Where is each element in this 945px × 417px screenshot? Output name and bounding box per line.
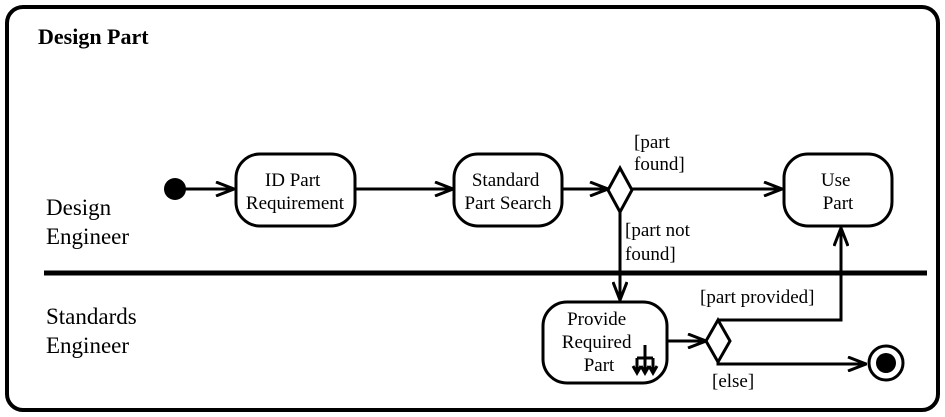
decision-node-part-search xyxy=(606,164,634,216)
svg-text:ID Part Requirement: ID Part Requirement xyxy=(246,170,345,214)
action-id-part-requirement[interactable]: ID Part Requirement xyxy=(234,152,357,228)
final-node-icon xyxy=(867,344,905,382)
guard-part-provided: [part provided] xyxy=(700,287,814,308)
lane-label-standards-engineer: Standards Engineer xyxy=(46,304,142,358)
guard-part-not-found: [part not found] xyxy=(625,220,695,265)
decision-node-part-provided xyxy=(704,316,732,366)
svg-text:Use Part: Use Part xyxy=(821,170,855,214)
action-provide-required-part[interactable]: Provide Required Part xyxy=(541,300,669,385)
edge-decision2-to-use-part xyxy=(718,228,841,322)
lane-label-design-engineer: Design Engineer xyxy=(46,195,129,249)
guard-part-found: [part found] xyxy=(634,132,685,175)
initial-node-icon xyxy=(164,178,186,200)
activity-title: Design Part xyxy=(38,24,149,49)
rake-icon xyxy=(631,345,659,377)
action-standard-part-search[interactable]: Standard Part Search xyxy=(452,152,564,228)
svg-text:Provide Required P: Provide Required Part xyxy=(562,309,636,376)
guard-else: [else] xyxy=(712,371,754,392)
action-use-part[interactable]: Use Part xyxy=(782,152,894,228)
svg-text:Standard Part Search: Standard Part Search xyxy=(464,170,552,214)
